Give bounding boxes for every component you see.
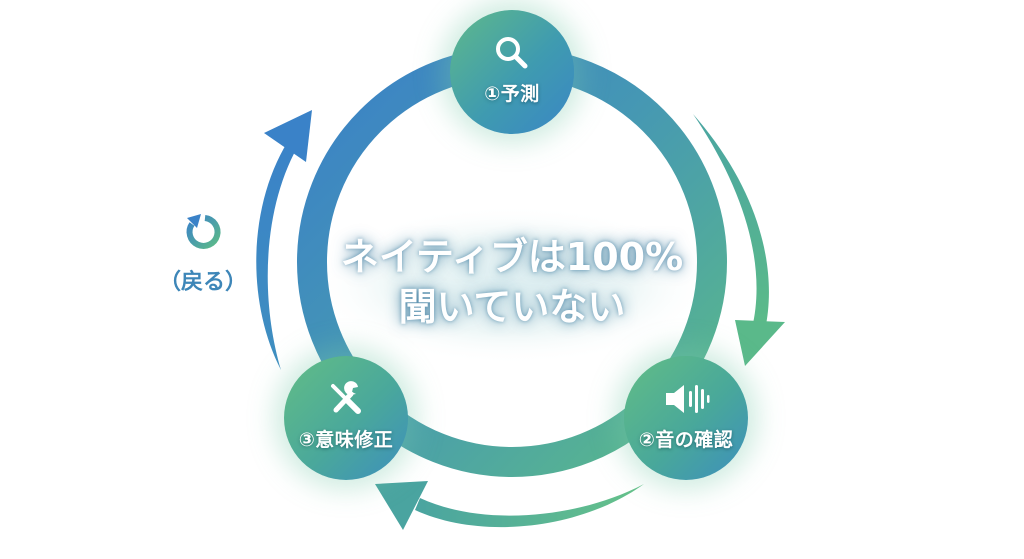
node-sound-check-label: ②音の確認 bbox=[638, 428, 734, 451]
tools-icon bbox=[331, 380, 361, 414]
center-message: ネイティブは100% 聞いていない bbox=[312, 232, 712, 332]
node-prediction-label: ①予測 bbox=[484, 82, 540, 105]
node-prediction: ①予測 bbox=[450, 10, 574, 134]
node-meaning-correction: ③意味修正 bbox=[284, 356, 408, 480]
center-message-line1: ネイティブは100% bbox=[340, 235, 684, 279]
center-glow bbox=[312, 205, 712, 365]
search-icon bbox=[496, 36, 528, 68]
arrow-right bbox=[693, 114, 785, 366]
node-sound-check: ②音の確認 bbox=[624, 356, 748, 480]
back-indicator: （戻る） bbox=[148, 210, 258, 296]
node-meaning-correction-label: ③意味修正 bbox=[298, 428, 394, 451]
arrow-bottom bbox=[375, 481, 644, 530]
refresh-icon bbox=[186, 214, 221, 249]
back-label: （戻る） bbox=[158, 270, 247, 295]
center-message-line2: 聞いていない bbox=[398, 285, 626, 329]
arrow-left bbox=[256, 110, 312, 370]
speaker-sound-icon bbox=[666, 384, 710, 413]
